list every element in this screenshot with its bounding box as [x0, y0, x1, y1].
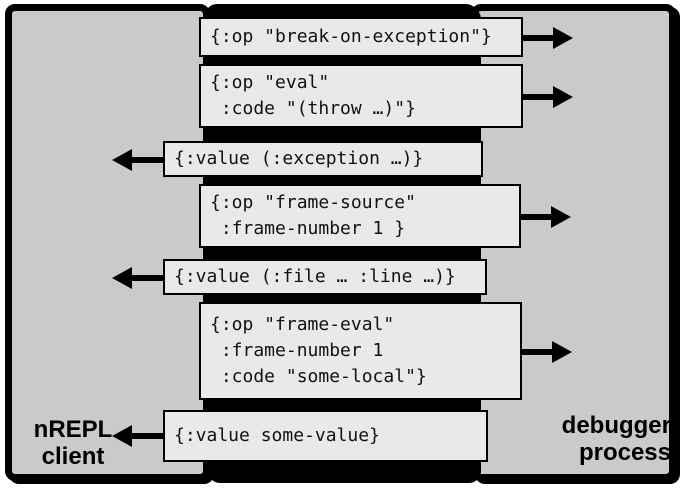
message-text: :code "(throw …)"} — [210, 98, 416, 119]
arrow-right-icon — [520, 340, 572, 364]
message-text: {:value (:file … :line …)} — [174, 266, 456, 287]
debugger-process-label-line2: process — [578, 439, 671, 466]
message-text: {:op "break-on-exception"} — [210, 26, 492, 47]
nrepl-client-label-line1: nREPL — [33, 416, 113, 443]
arrow-left-icon — [112, 148, 164, 172]
message-text: :frame-number 1 — [210, 340, 384, 361]
nrepl-client-panel — [5, 4, 210, 481]
message-box-value-file-line: {:value (:file … :line …)} — [163, 259, 487, 295]
arrow-left-icon — [112, 424, 164, 448]
message-text: :code "some-local"} — [210, 366, 427, 387]
nrepl-client-label-line2: client — [41, 443, 105, 470]
arrow-right-icon — [521, 85, 573, 109]
message-text: {:value some-value} — [174, 425, 380, 446]
message-text: {:value (:exception …)} — [174, 148, 424, 169]
debugger-process-label: debugger process — [521, 412, 671, 466]
message-box-break-on-exception: {:op "break-on-exception"} — [199, 17, 523, 57]
arrow-left-icon — [112, 266, 164, 290]
arrow-right-icon — [521, 26, 573, 50]
message-box-frame-eval: {:op "frame-eval" :frame-number 1 :code … — [199, 302, 522, 400]
arrow-right-icon — [519, 205, 571, 229]
message-text: {:op "frame-eval" — [210, 314, 395, 335]
nrepl-client-label: nREPL client — [12, 416, 134, 470]
debugger-process-label-line1: debugger — [561, 412, 671, 439]
message-box-value-exception: {:value (:exception …)} — [163, 141, 483, 177]
message-box-eval-throw: {:op "eval" :code "(throw …)"} — [199, 64, 523, 128]
message-box-frame-source: {:op "frame-source" :frame-number 1 } — [199, 184, 521, 248]
message-text: {:op "frame-source" — [210, 192, 416, 213]
message-box-value-some-value: {:value some-value} — [163, 410, 488, 462]
message-text: :frame-number 1 } — [210, 218, 406, 239]
message-text: {:op "eval" — [210, 72, 330, 93]
